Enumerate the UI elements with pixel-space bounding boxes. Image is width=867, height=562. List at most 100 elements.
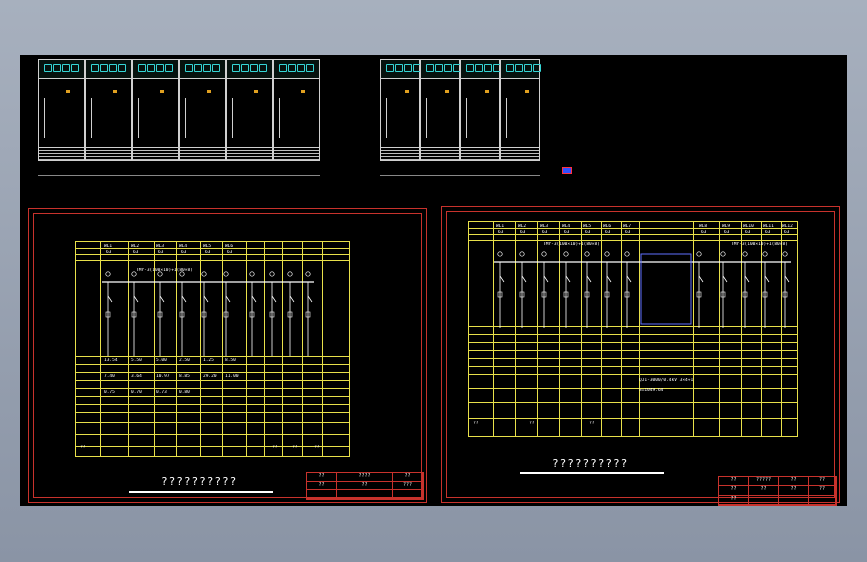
- circuit-code-label: WL6: [603, 224, 612, 229]
- circuit-code-label: WL10: [743, 224, 754, 229]
- breaker-switch-icon: [107, 295, 113, 303]
- ct-symbol-icon: [105, 271, 111, 277]
- breaker-switch-icon: [203, 295, 209, 303]
- meter-icon: [212, 64, 220, 72]
- meter-icon: [62, 64, 70, 72]
- cabinet-elevation-right: [380, 59, 541, 179]
- grid-line: [100, 242, 101, 456]
- grid-line: [264, 242, 265, 456]
- grid-line: [469, 374, 797, 375]
- meter-icon: [288, 64, 296, 72]
- title-block-cell: [307, 490, 337, 499]
- ct-symbol-icon: [563, 251, 569, 257]
- vent-grille: [180, 147, 225, 160]
- meter-icon: [506, 64, 514, 72]
- breaker-switch-icon: [744, 275, 750, 283]
- grid-line: [601, 222, 602, 436]
- circuit-schematic-right: [494, 251, 791, 328]
- grid-line: [76, 254, 349, 255]
- meter-icon: [279, 64, 287, 72]
- title-block-cell: ??: [719, 477, 749, 487]
- data-value: 11.00: [225, 374, 239, 379]
- meter-icon: [426, 64, 434, 72]
- data-value: 0.73: [156, 390, 167, 395]
- grid-line: [76, 364, 349, 365]
- door-hinge: [506, 98, 507, 138]
- meter-icon: [156, 64, 164, 72]
- circuit-code-label: WL8: [699, 224, 708, 229]
- door-hinge: [138, 98, 139, 138]
- footer-label: ??: [473, 421, 479, 426]
- meter-icon: [53, 64, 61, 72]
- footer-label: ??: [80, 445, 86, 450]
- ct-symbol-icon: [604, 251, 610, 257]
- bus-label: TMY-3(100×10)+1(80×8): [136, 268, 193, 273]
- title-block-cell: ?????: [749, 477, 779, 487]
- grid-line: [469, 326, 797, 327]
- footer-label: ??: [292, 445, 298, 450]
- grid-line: [128, 242, 129, 456]
- door-handle-icon: [525, 90, 529, 93]
- grid-line: [76, 446, 349, 447]
- circuit-rating-label: 63: [158, 250, 164, 255]
- grid-line: [469, 228, 797, 229]
- grid-line: [76, 388, 349, 389]
- vent-grille: [461, 147, 499, 160]
- grid-line: [200, 242, 201, 456]
- meter-icon: [185, 64, 193, 72]
- breaker-switch-icon: [521, 275, 527, 283]
- ct-symbol-icon: [519, 251, 525, 257]
- data-value: 0.70: [131, 390, 142, 395]
- grid-line: [76, 380, 349, 381]
- grid-line: [222, 242, 223, 456]
- ct-symbol-icon: [782, 251, 788, 257]
- grid-line: [639, 222, 640, 436]
- cabinet-panel: [273, 59, 320, 161]
- circuit-rating-label: 63: [625, 230, 631, 235]
- breaker-switch-icon: [133, 295, 139, 303]
- grid-line: [76, 356, 349, 357]
- title-block-cell: [393, 490, 423, 499]
- title-block-cell: ??: [719, 495, 749, 505]
- circuit-code-label: WL11: [763, 224, 774, 229]
- fuse-icon: [131, 311, 137, 318]
- fuse-icon: [201, 311, 207, 318]
- breaker-switch-icon: [626, 275, 632, 283]
- title-block-cell: [337, 490, 393, 499]
- meter-icon: [241, 64, 249, 72]
- title-block-cell: ??: [393, 473, 423, 482]
- data-value: 0.75: [104, 390, 115, 395]
- grid-line: [469, 342, 797, 343]
- title-block-cell: ??: [719, 486, 749, 496]
- marker-icon: [562, 167, 572, 174]
- data-value: 7.40: [104, 374, 115, 379]
- breaker-switch-icon: [543, 275, 549, 283]
- door-handle-icon: [445, 90, 449, 93]
- grid-line: [469, 418, 797, 419]
- cabinet-panel: [179, 59, 226, 161]
- circuit-rating-label: 63: [181, 250, 187, 255]
- fuse-icon: [782, 291, 788, 298]
- meter-icon: [232, 64, 240, 72]
- fuse-icon: [305, 311, 311, 318]
- grid-line: [761, 222, 762, 436]
- fuse-icon: [584, 291, 590, 298]
- meter-icon: [386, 64, 394, 72]
- grid-line: [469, 366, 797, 367]
- grid-line: [282, 242, 283, 456]
- meter-strip: [39, 60, 84, 79]
- ct-symbol-icon: [201, 271, 207, 277]
- circuit-rating-label: 63: [227, 250, 233, 255]
- title-block-cell: ??: [809, 477, 836, 487]
- grid-line: [469, 388, 797, 389]
- circuit-rating-label: 63: [585, 230, 591, 235]
- breaker-switch-icon: [225, 295, 231, 303]
- circuit-code-label: WL12: [782, 224, 793, 229]
- data-value: 8.50: [225, 358, 236, 363]
- ct-symbol-icon: [497, 251, 503, 257]
- title-block-cell: ????: [337, 473, 393, 482]
- title-block-cell: [779, 495, 809, 505]
